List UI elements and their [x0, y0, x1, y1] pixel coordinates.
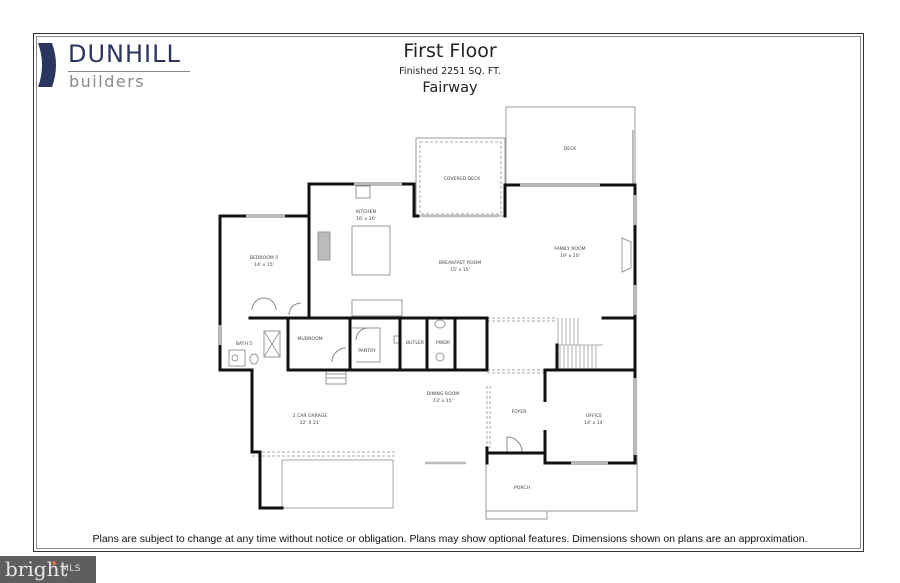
- label-breakfast: BREAKFAST ROOM: [439, 260, 481, 266]
- label-pantry: PANTRY: [358, 348, 376, 354]
- watermark-suffix: MLS: [61, 564, 81, 574]
- label-mudroom: MUDROOM: [297, 336, 322, 342]
- label-porch: PORCH: [514, 485, 530, 491]
- label-butler: BUTLER: [406, 340, 425, 346]
- logo-crescent-icon: [38, 43, 56, 87]
- plan-square-footage: Finished 2251 SQ. FT.: [399, 66, 501, 77]
- bright-mls-watermark: bright MLS: [0, 556, 96, 583]
- logo-wordmark: DUNHILL: [68, 40, 181, 68]
- plan-model-name: Fairway: [422, 80, 478, 96]
- watermark-brand: bright: [5, 557, 68, 581]
- disclaimer-text: Plans are subject to change at any time …: [92, 533, 808, 545]
- room-labels: DECK COVERED DECK KITCHEN 16' x 20' BEDR…: [236, 146, 604, 491]
- label-bath5: BATH 5: [236, 341, 253, 347]
- outer-frame: [33, 33, 864, 552]
- label-breakfast-size: 15' x 15': [450, 267, 470, 273]
- label-pwdr: PWDR: [436, 340, 451, 346]
- label-garage-size: 22' X 21': [300, 420, 320, 426]
- deck-outline: [505, 106, 636, 185]
- porch-outline: [485, 455, 638, 512]
- label-covered-deck: COVERED DECK: [444, 176, 482, 182]
- logo-divider: [68, 71, 190, 72]
- logo-subtitle: builders: [69, 72, 146, 91]
- label-foyer: FOYER: [512, 409, 528, 415]
- label-bedroom5-size: 14' x 15': [254, 262, 274, 268]
- label-office-size: 14' x 14': [584, 420, 604, 426]
- label-garage: 2 CAR GARAGE: [293, 413, 328, 419]
- label-kitchen-size: 16' x 20': [356, 216, 376, 222]
- label-kitchen: KITCHEN: [356, 209, 376, 215]
- label-dining-size: 13' x 15': [433, 398, 453, 404]
- label-bedroom5: BEDROOM 5: [250, 255, 278, 261]
- kitchen-island: [351, 225, 391, 276]
- label-office: OFFICE: [586, 413, 602, 419]
- watermark-dot-icon: [52, 561, 56, 565]
- dunhill-logo: DUNHILL builders: [38, 40, 190, 91]
- inner-frame: [36, 36, 861, 549]
- label-family: FAMILY ROOM: [554, 246, 585, 252]
- label-dining: DINING ROOM: [427, 391, 460, 397]
- label-deck: DECK: [564, 146, 578, 152]
- plan-title: First Floor: [403, 40, 497, 62]
- label-family-size: 19' x 20': [560, 253, 580, 259]
